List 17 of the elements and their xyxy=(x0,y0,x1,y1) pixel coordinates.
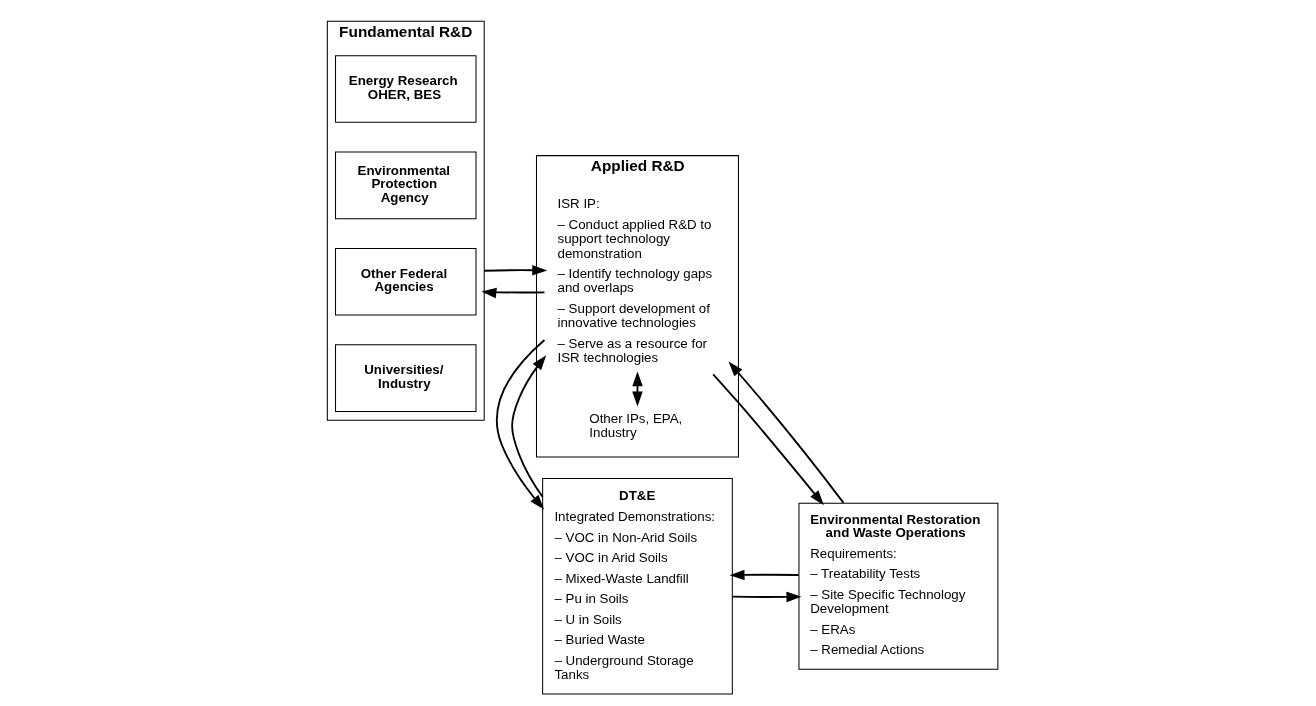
arrow xyxy=(482,264,547,275)
node-box: Universities/ Industry xyxy=(334,343,476,412)
arrow xyxy=(728,361,844,504)
arrow xyxy=(510,354,546,498)
arrow xyxy=(729,569,800,580)
node-box: Environmental Restoration and Waste Operations Requirements: – Treatability Tests – Site Specific Technology Development – ERAs – Remedial Actions xyxy=(797,502,998,670)
node-text: Other IPs, EPA, Industry xyxy=(588,410,682,440)
node-box: Environmental Protection Agency xyxy=(334,151,476,219)
arrow xyxy=(711,372,824,505)
node-text: ISR IP: – Conduct applied R&D to support technology demonstration – Identify technology gaps and overlaps – Support development of innovative technologies – Serve as a resource for ISR technologies xyxy=(557,195,712,365)
arrow xyxy=(495,338,545,510)
arrow xyxy=(730,591,801,602)
node-box: Energy Research OHER, BES xyxy=(334,54,476,123)
arrow xyxy=(631,370,643,406)
node-box: Other Federal Agencies xyxy=(334,247,476,316)
node-box: DT&E Integrated Demonstrations: – VOC in Non-Arid Soils – VOC in Arid Soils – Mixed-Waste Landfill – Pu in Soils – U in Soils – Buried Waste – Underground Storage Tanks xyxy=(541,477,733,694)
arrow xyxy=(480,287,545,298)
